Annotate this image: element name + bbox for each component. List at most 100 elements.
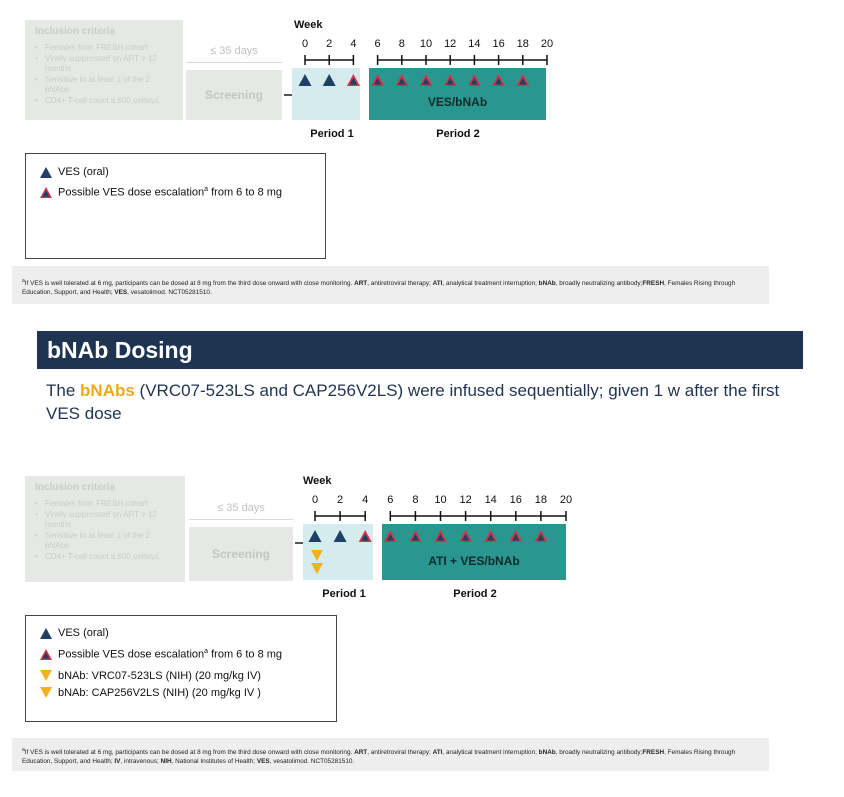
- footnote-term: NIH: [160, 757, 172, 765]
- screening-days-label: ≤ 35 days: [217, 502, 265, 514]
- footnote-term: IV: [114, 757, 121, 765]
- period2-box: ATI + VES/bNAb: [382, 524, 566, 580]
- legend-bnab1-label: bNAb: VRC07-523LS (NIH) (20 mg/kg IV): [58, 669, 261, 682]
- legend-box: VES (oral) Possible VES dose escalationa…: [25, 615, 337, 722]
- legend-row-ves-oral: VES (oral): [40, 627, 322, 639]
- week-tick-label: 2: [326, 38, 333, 50]
- inclusion-item: CD4+ T-cell count ≥ 500 cells/μL: [35, 96, 173, 106]
- screening-days-label: ≤ 35 days: [210, 45, 258, 57]
- week-tick-label: 6: [387, 494, 394, 506]
- week-title: Week: [294, 19, 323, 31]
- week-axis: [304, 55, 548, 65]
- legend-box: VES (oral) Possible VES dose escalationa…: [25, 153, 326, 259]
- week-tick-label: 8: [412, 494, 419, 506]
- footnote-definition: , vesatolimod. NCT05281510.: [127, 288, 212, 296]
- screening-connector: [284, 94, 292, 96]
- footnote-term: VES: [256, 757, 270, 765]
- period2-label: Period 2: [436, 128, 480, 140]
- screening-days-line: [186, 62, 282, 63]
- week-tick-label: 8: [398, 38, 405, 50]
- footnote-term: ART: [354, 280, 368, 288]
- inclusion-criteria-title: Inclusion criteria: [35, 26, 116, 37]
- dose-markers: [298, 74, 530, 86]
- period2-text: VES/bNAb: [427, 95, 488, 109]
- footnote-term: VES: [114, 288, 128, 296]
- footnote-definition: , antiretroviral therapy;: [367, 749, 433, 757]
- inclusion-criteria-title: Inclusion criteria: [35, 482, 116, 493]
- week-tick-label: 14: [484, 494, 497, 506]
- footnote-term: FRESH: [642, 749, 665, 757]
- footnote-definition: , Females Rising through Education, Supp…: [22, 749, 736, 765]
- legend-escalation-label: Possible VES dose escalationa from 6 to …: [58, 648, 283, 661]
- inclusion-item: Sensitive to at least 1 of the 2 bNAbs: [35, 75, 173, 95]
- footnote-term: ATI: [432, 280, 443, 288]
- week-tick-label: 12: [459, 494, 472, 506]
- ves-dose-marker: [308, 530, 322, 542]
- legend-row-escalation: Possible VES dose escalationa from 6 to …: [40, 186, 311, 199]
- footnote-definition: , broadly neutralizing antibody;: [555, 280, 643, 288]
- inclusion-item: Females from FRESH cohort: [35, 43, 173, 53]
- escalation-dose-marker: [358, 530, 372, 542]
- escalation-dose-marker: [467, 74, 481, 86]
- dose-markers: [308, 530, 548, 574]
- week-tick-label: 0: [311, 494, 319, 506]
- red-triangle-up-icon: [40, 186, 52, 198]
- escalation-dose-marker: [492, 74, 506, 86]
- footnote-1: aIf VES is well tolerated at 6 mg, parti…: [12, 266, 769, 304]
- inclusion-criteria-list: Females from FRESH cohort Virally suppre…: [35, 43, 173, 106]
- inclusion-criteria-list: Females from FRESH cohort Virally suppre…: [35, 499, 175, 562]
- period2-box: VES/bNAb: [369, 68, 546, 120]
- period1-label: Period 1: [310, 128, 354, 140]
- escalation-dose-marker: [419, 74, 433, 86]
- red-triangle-up-icon: [40, 648, 52, 660]
- escalation-dose-marker: [434, 530, 447, 542]
- period2-label: Period 2: [453, 588, 497, 600]
- navy-triangle-up-icon: [40, 166, 52, 178]
- footnote-definition: , antiretroviral therapy;: [367, 280, 433, 288]
- week-tick-label: 16: [492, 38, 505, 50]
- week-axis: [314, 511, 567, 521]
- escalation-dose-marker: [443, 74, 457, 86]
- escalation-dose-marker: [395, 74, 409, 86]
- period1-label: Period 1: [322, 588, 366, 600]
- footnote-2: aIf VES is well tolerated at 6 mg, parti…: [12, 738, 769, 771]
- legend-row-escalation: Possible VES dose escalationa from 6 to …: [40, 648, 322, 661]
- week-tick-label: 12: [444, 38, 457, 50]
- yellow-triangle-down-icon: [40, 670, 52, 682]
- section-banner: bNAb Dosing: [37, 331, 803, 369]
- bnab-dose-marker: [311, 563, 323, 574]
- footnote-term: FRESH: [642, 280, 665, 288]
- escalation-dose-marker: [371, 74, 385, 86]
- escalation-dose-marker: [516, 74, 530, 86]
- inclusion-item: Females from FRESH cohort: [35, 499, 175, 509]
- inclusion-criteria-box: Inclusion criteria Females from FRESH co…: [25, 20, 183, 120]
- week-tick-label: 18: [534, 494, 548, 506]
- footnote-term: ATI: [432, 749, 443, 757]
- inclusion-item: Sensitive to at least 1 of the 2 bNAbs: [35, 531, 175, 551]
- inclusion-item: Virally suppressed on ART > 12 months: [35, 510, 175, 530]
- bnab-dose-marker: [311, 550, 323, 561]
- legend-row-bnab1: bNAb: VRC07-523LS (NIH) (20 mg/kg IV): [40, 670, 322, 682]
- escalation-dose-marker: [346, 74, 360, 86]
- legend-escalation-label: Possible VES dose escalationa from 6 to …: [58, 186, 283, 199]
- footnote-definition: , Females Rising through Education, Supp…: [22, 280, 736, 296]
- escalation-dose-marker: [484, 530, 498, 542]
- week-tick-label: 0: [301, 38, 309, 50]
- escalation-dose-marker: [534, 530, 548, 542]
- inclusion-item: CD4+ T-cell count ≥ 500 cells/μL: [35, 552, 175, 562]
- week-tick-label: 4: [362, 494, 369, 506]
- inclusion-item: Virally suppressed on ART > 12 months: [35, 54, 173, 74]
- legend-row-ves-oral: VES (oral): [40, 166, 311, 178]
- week-title: Week: [303, 475, 332, 487]
- week-tick-label: 10: [434, 494, 447, 506]
- week-tick-label: 20: [540, 38, 554, 50]
- section-subtitle: The bNAbs (VRC07-523LS and CAP256V2LS) w…: [46, 381, 780, 423]
- week-tick-label: 14: [468, 38, 481, 50]
- week-tick-label: 18: [516, 38, 529, 50]
- footnote-definition: , broadly neutralizing antibody;: [555, 749, 643, 757]
- inclusion-criteria-box: Inclusion criteria Females from FRESH co…: [25, 476, 185, 582]
- escalation-dose-marker: [459, 530, 473, 542]
- navy-triangle-up-icon: [40, 627, 52, 639]
- period1-box: [292, 68, 360, 120]
- footnote-term: bNAb: [538, 749, 556, 757]
